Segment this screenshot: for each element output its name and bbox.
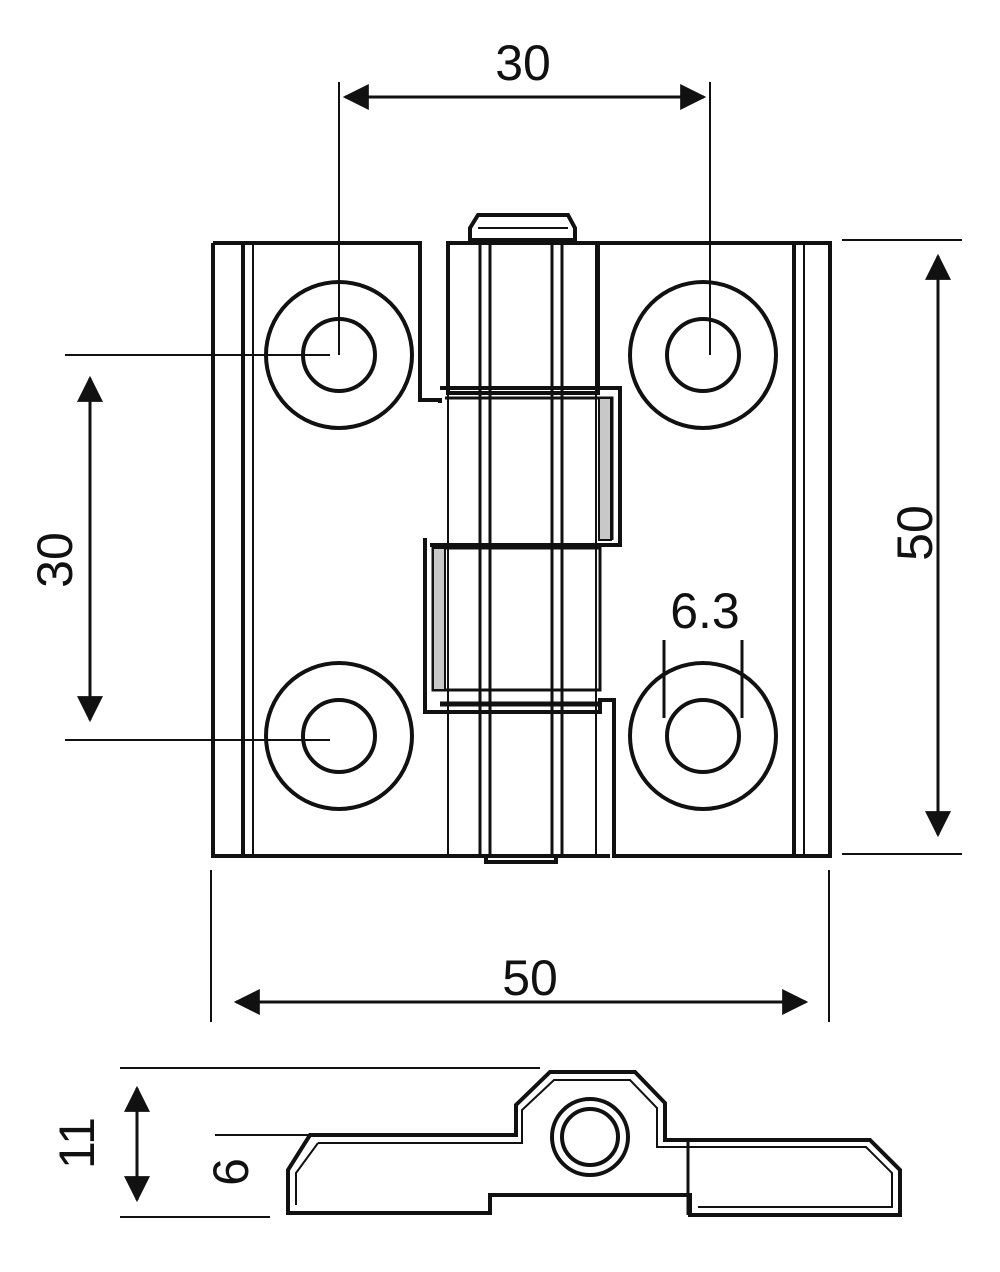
dimension-side-leaf-thickness: 6 — [203, 1134, 310, 1186]
hole-bottom-right — [628, 661, 778, 811]
dimension-hole-spacing-vertical: 30 — [27, 354, 330, 741]
dimension-hole-diameter: 6.3 — [662, 583, 744, 718]
pin-head — [468, 213, 577, 242]
dimension-label-side-leaf-thickness: 6 — [203, 1158, 259, 1186]
hole-top-right — [628, 280, 778, 430]
hinge-front-view — [211, 213, 832, 864]
pin-bottom — [484, 856, 558, 864]
side-view-pin-outer — [550, 1097, 630, 1177]
left-leaf-outline — [211, 241, 610, 858]
dimension-label-overall-width: 50 — [502, 950, 558, 1006]
dimension-hole-spacing-horizontal: 30 — [338, 35, 711, 355]
dimension-overall-width: 50 — [210, 870, 830, 1022]
dimension-overall-height: 50 — [842, 239, 962, 855]
dimension-label-hole-spacing-vertical: 30 — [27, 532, 83, 588]
hole-bottom-left — [264, 661, 414, 811]
dimension-label-hole-spacing-horizontal: 30 — [495, 35, 551, 91]
side-view-pin-inner — [560, 1107, 620, 1167]
hinge-side-view — [286, 1070, 902, 1217]
right-leaf-outline — [598, 241, 832, 858]
dimension-side-total-thickness: 11 — [49, 1067, 540, 1218]
dimension-label-hole-diameter: 6.3 — [670, 583, 740, 639]
dimension-label-overall-height: 50 — [887, 505, 943, 561]
dimension-label-side-total-thickness: 11 — [49, 1117, 105, 1169]
hinge-knuckle — [423, 213, 622, 864]
